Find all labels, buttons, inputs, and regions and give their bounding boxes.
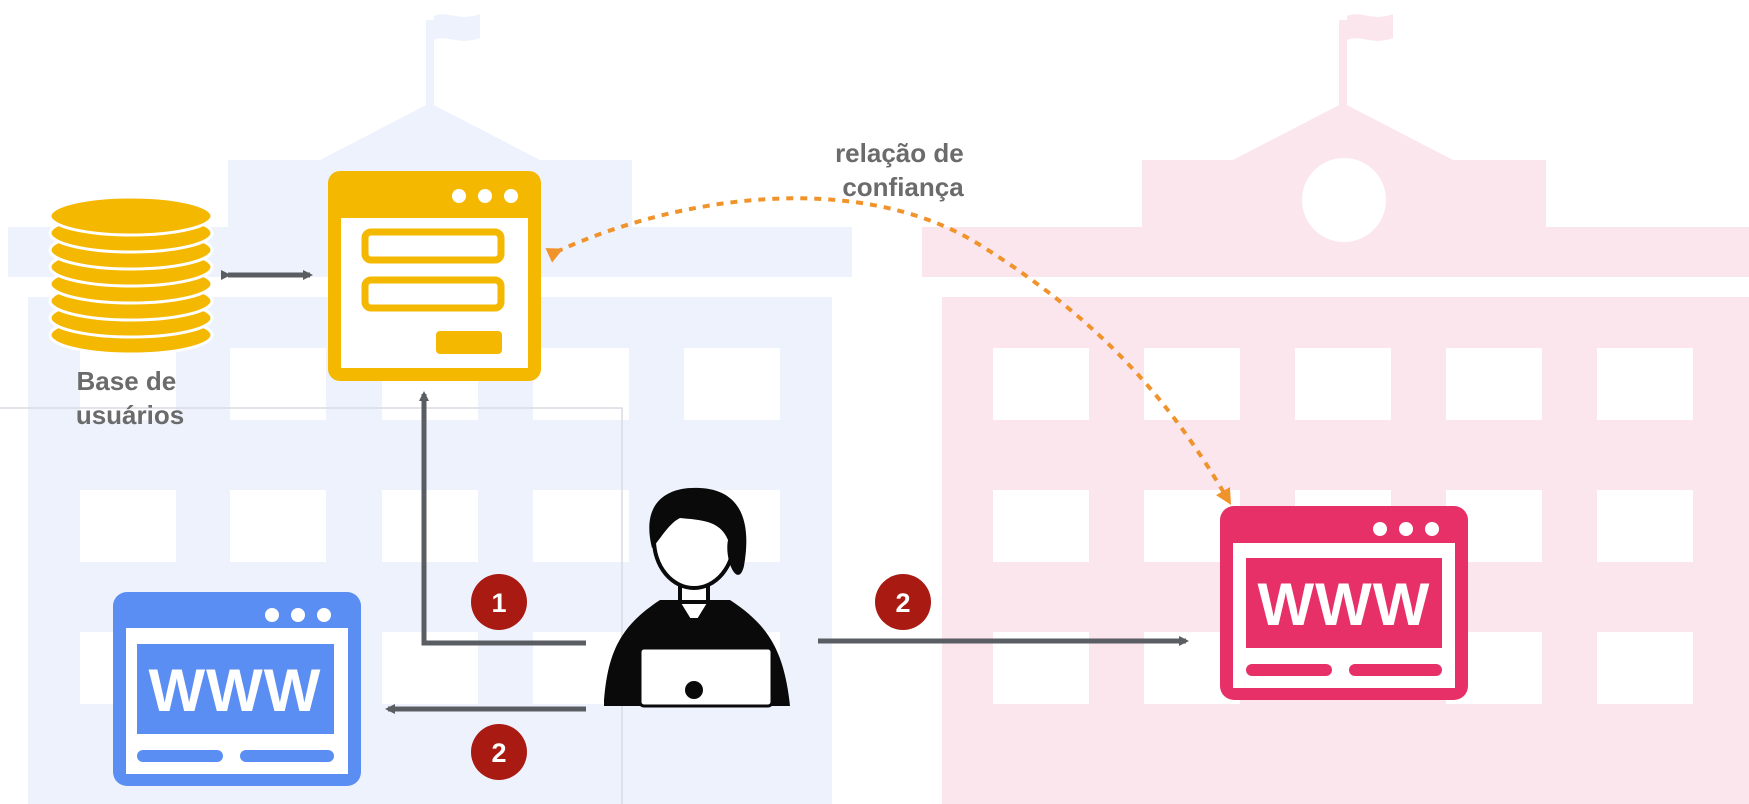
database-label-line2: usuários xyxy=(76,400,184,430)
trust-label-line1: relação de xyxy=(835,138,964,168)
trust-label: relação de confiança xyxy=(835,138,971,202)
step2-left-badge: 2 xyxy=(471,724,527,780)
step1-badge-text: 1 xyxy=(491,588,506,618)
user-with-laptop-icon xyxy=(604,487,790,708)
step1-arrow xyxy=(419,391,586,646)
trust-label-line2: confiança xyxy=(842,172,964,202)
step2-left-badge-text: 2 xyxy=(491,738,506,768)
step2-right-badge-text: 2 xyxy=(895,588,910,618)
right-building-clock xyxy=(1302,158,1386,242)
left-site-www-text: WWW xyxy=(149,657,322,724)
left-web-browser-icon: WWW xyxy=(113,592,361,786)
right-site-www-text: WWW xyxy=(1258,571,1431,638)
step1-badge: 1 xyxy=(471,574,527,630)
database-icon xyxy=(48,195,214,356)
trust-relationship-arrow xyxy=(545,196,1232,505)
database-label-line1: Base de xyxy=(77,366,177,396)
right-web-browser-icon: WWW xyxy=(1220,506,1468,700)
login-form-window-icon xyxy=(328,171,541,381)
step2-right-badge: 2 xyxy=(875,574,931,630)
database-label: Base de usuários xyxy=(76,366,184,430)
